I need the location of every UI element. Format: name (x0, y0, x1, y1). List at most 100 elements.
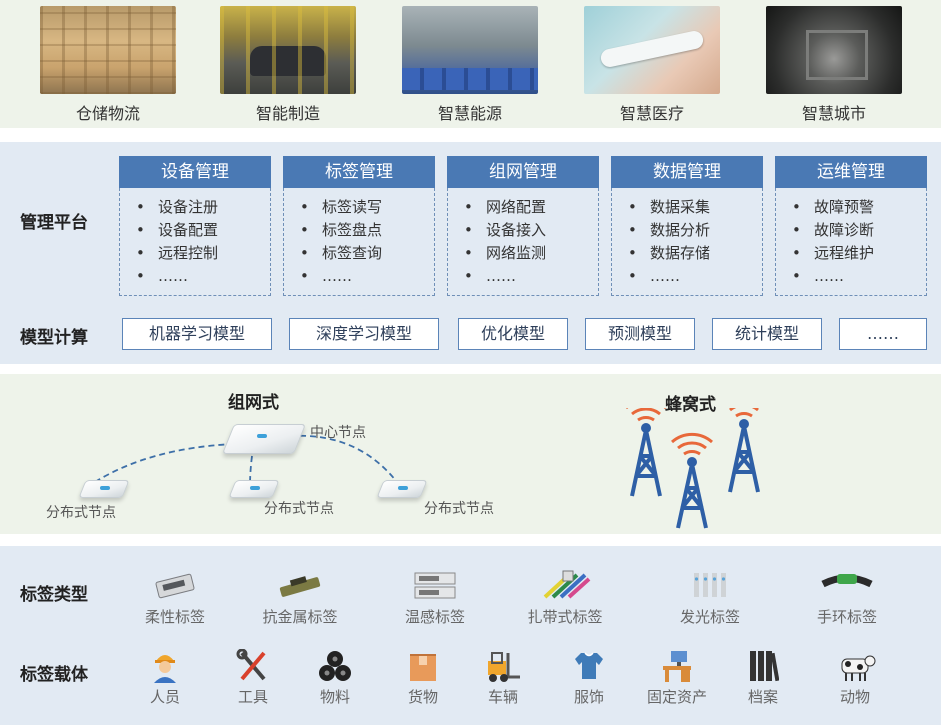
tag-type-label: 温感标签 (404, 608, 465, 626)
wristband-photo (584, 6, 720, 94)
tag-carriers-label: 标签载体 (20, 665, 88, 685)
module-title: 标签管理 (283, 156, 435, 188)
module-data-management: 数据管理 数据采集 数据分析 数据存储 …… (611, 156, 763, 296)
carrier-archive: 档案 (725, 648, 801, 707)
center-node-router (221, 424, 307, 454)
distributed-node-label: 分布式节点 (424, 501, 494, 517)
carrier-label: 货物 (407, 688, 438, 706)
module-item: 网络配置 (464, 196, 598, 219)
tag-type-label: 发光标签 (679, 608, 740, 626)
module-item: 设备注册 (136, 196, 270, 219)
cellular-title: 蜂窝式 (665, 395, 716, 415)
carrier-label: 工具 (237, 688, 268, 706)
energy-photo (402, 6, 538, 94)
module-item: 标签查询 (300, 242, 434, 265)
module-title: 数据管理 (611, 156, 763, 188)
model-box: 预测模型 (585, 318, 695, 350)
cable-tie-tag-icon (510, 568, 620, 602)
module-title: 设备管理 (119, 156, 271, 188)
module-item: 数据存储 (628, 242, 762, 265)
model-box: 机器学习模型 (122, 318, 272, 350)
anti-metal-tag-icon (245, 568, 355, 602)
mesh-link (289, 434, 401, 487)
tag-types-label: 标签类型 (20, 585, 88, 605)
distributed-node-router (228, 480, 280, 498)
cell-tower-icon (626, 408, 666, 497)
module-item-list: 设备注册 设备配置 远程控制 …… (119, 188, 271, 296)
wristband-tag-icon (792, 568, 902, 602)
tag-type-luminous: 发光标签 (655, 568, 765, 627)
tag-type-label: 手环标签 (816, 608, 877, 626)
router-logo-icon (397, 486, 408, 491)
scenario-manufacturing: 智能制造 (220, 6, 356, 124)
tag-type-cable-tie: 扎带式标签 (510, 568, 620, 627)
module-item-list: 故障预警 故障诊断 远程维护 …… (775, 188, 927, 296)
carrier-apparel: 服饰 (551, 648, 627, 707)
scenario-label: 智慧城市 (801, 104, 866, 123)
scenario-label: 智慧能源 (437, 104, 502, 123)
scenario-label: 智能制造 (255, 104, 320, 123)
module-item: 故障诊断 (792, 219, 926, 242)
module-item: 数据采集 (628, 196, 762, 219)
material-rolls-icon (297, 648, 373, 684)
platform-label: 管理平台 (20, 213, 88, 233)
management-platform-panel: 管理平台 设备管理 设备注册 设备配置 远程控制 …… 标签管理 标签读写 标签… (0, 142, 941, 364)
scenario-label: 仓储物流 (75, 104, 140, 123)
model-box: 统计模型 (712, 318, 822, 350)
router-body (221, 424, 307, 454)
scenario-city: 智慧城市 (766, 6, 902, 124)
warehouse-photo (40, 6, 176, 94)
distributed-node-router (376, 480, 428, 498)
module-item-list: 标签读写 标签盘点 标签查询 …… (283, 188, 435, 296)
carrier-label: 服饰 (573, 688, 604, 706)
tag-type-label: 扎带式标签 (527, 608, 603, 626)
carrier-tool: 工具 (215, 648, 291, 707)
cow-icon (817, 648, 893, 684)
module-item-list: 数据采集 数据分析 数据存储 …… (611, 188, 763, 296)
carrier-material: 物料 (297, 648, 373, 707)
tag-type-label: 柔性标签 (144, 608, 205, 626)
module-title: 组网管理 (447, 156, 599, 188)
module-network-management: 组网管理 网络配置 设备接入 网络监测 …… (447, 156, 599, 296)
shirt-icon (551, 648, 627, 684)
module-device-management: 设备管理 设备注册 设备配置 远程控制 …… (119, 156, 271, 296)
carrier-animal: 动物 (817, 648, 893, 707)
cell-tower-icon (728, 408, 760, 493)
carrier-label: 物料 (319, 688, 350, 706)
tunnel-photo (766, 6, 902, 94)
module-item: 网络监测 (464, 242, 598, 265)
carrier-vehicle: 车辆 (465, 648, 541, 707)
worker-icon (127, 648, 203, 684)
forklift-icon (465, 648, 541, 684)
module-item: 数据分析 (628, 219, 762, 242)
scenario-medical: 智慧医疗 (584, 6, 720, 124)
tag-type-flexible: 柔性标签 (120, 568, 230, 627)
router-logo-icon (99, 486, 110, 491)
cargo-box-icon (385, 648, 461, 684)
tag-type-anti-metal: 抗金属标签 (245, 568, 355, 627)
mesh-link (94, 443, 235, 483)
distributed-node-label: 分布式节点 (46, 505, 116, 521)
carrier-label: 档案 (747, 688, 778, 706)
module-item: …… (792, 265, 926, 288)
carrier-cargo: 货物 (385, 648, 461, 707)
factory-photo (220, 6, 356, 94)
scenario-label: 智慧医疗 (619, 104, 684, 123)
module-item: 标签盘点 (300, 219, 434, 242)
scenario-warehouse: 仓储物流 (40, 6, 176, 124)
desk-computer-icon (639, 648, 715, 684)
module-item: 设备接入 (464, 219, 598, 242)
router-logo-icon (249, 486, 260, 491)
archive-binders-icon (725, 648, 801, 684)
module-item: 远程维护 (792, 242, 926, 265)
temperature-tag-icon (380, 568, 490, 602)
model-box: 深度学习模型 (289, 318, 439, 350)
model-box: 优化模型 (458, 318, 568, 350)
carrier-label: 动物 (839, 688, 870, 706)
module-item: …… (628, 265, 762, 288)
distributed-node-label: 分布式节点 (264, 501, 334, 517)
module-title: 运维管理 (775, 156, 927, 188)
scenario-energy: 智慧能源 (402, 6, 538, 124)
cell-tower-icon (671, 432, 713, 529)
luminous-tag-icon (655, 568, 765, 602)
